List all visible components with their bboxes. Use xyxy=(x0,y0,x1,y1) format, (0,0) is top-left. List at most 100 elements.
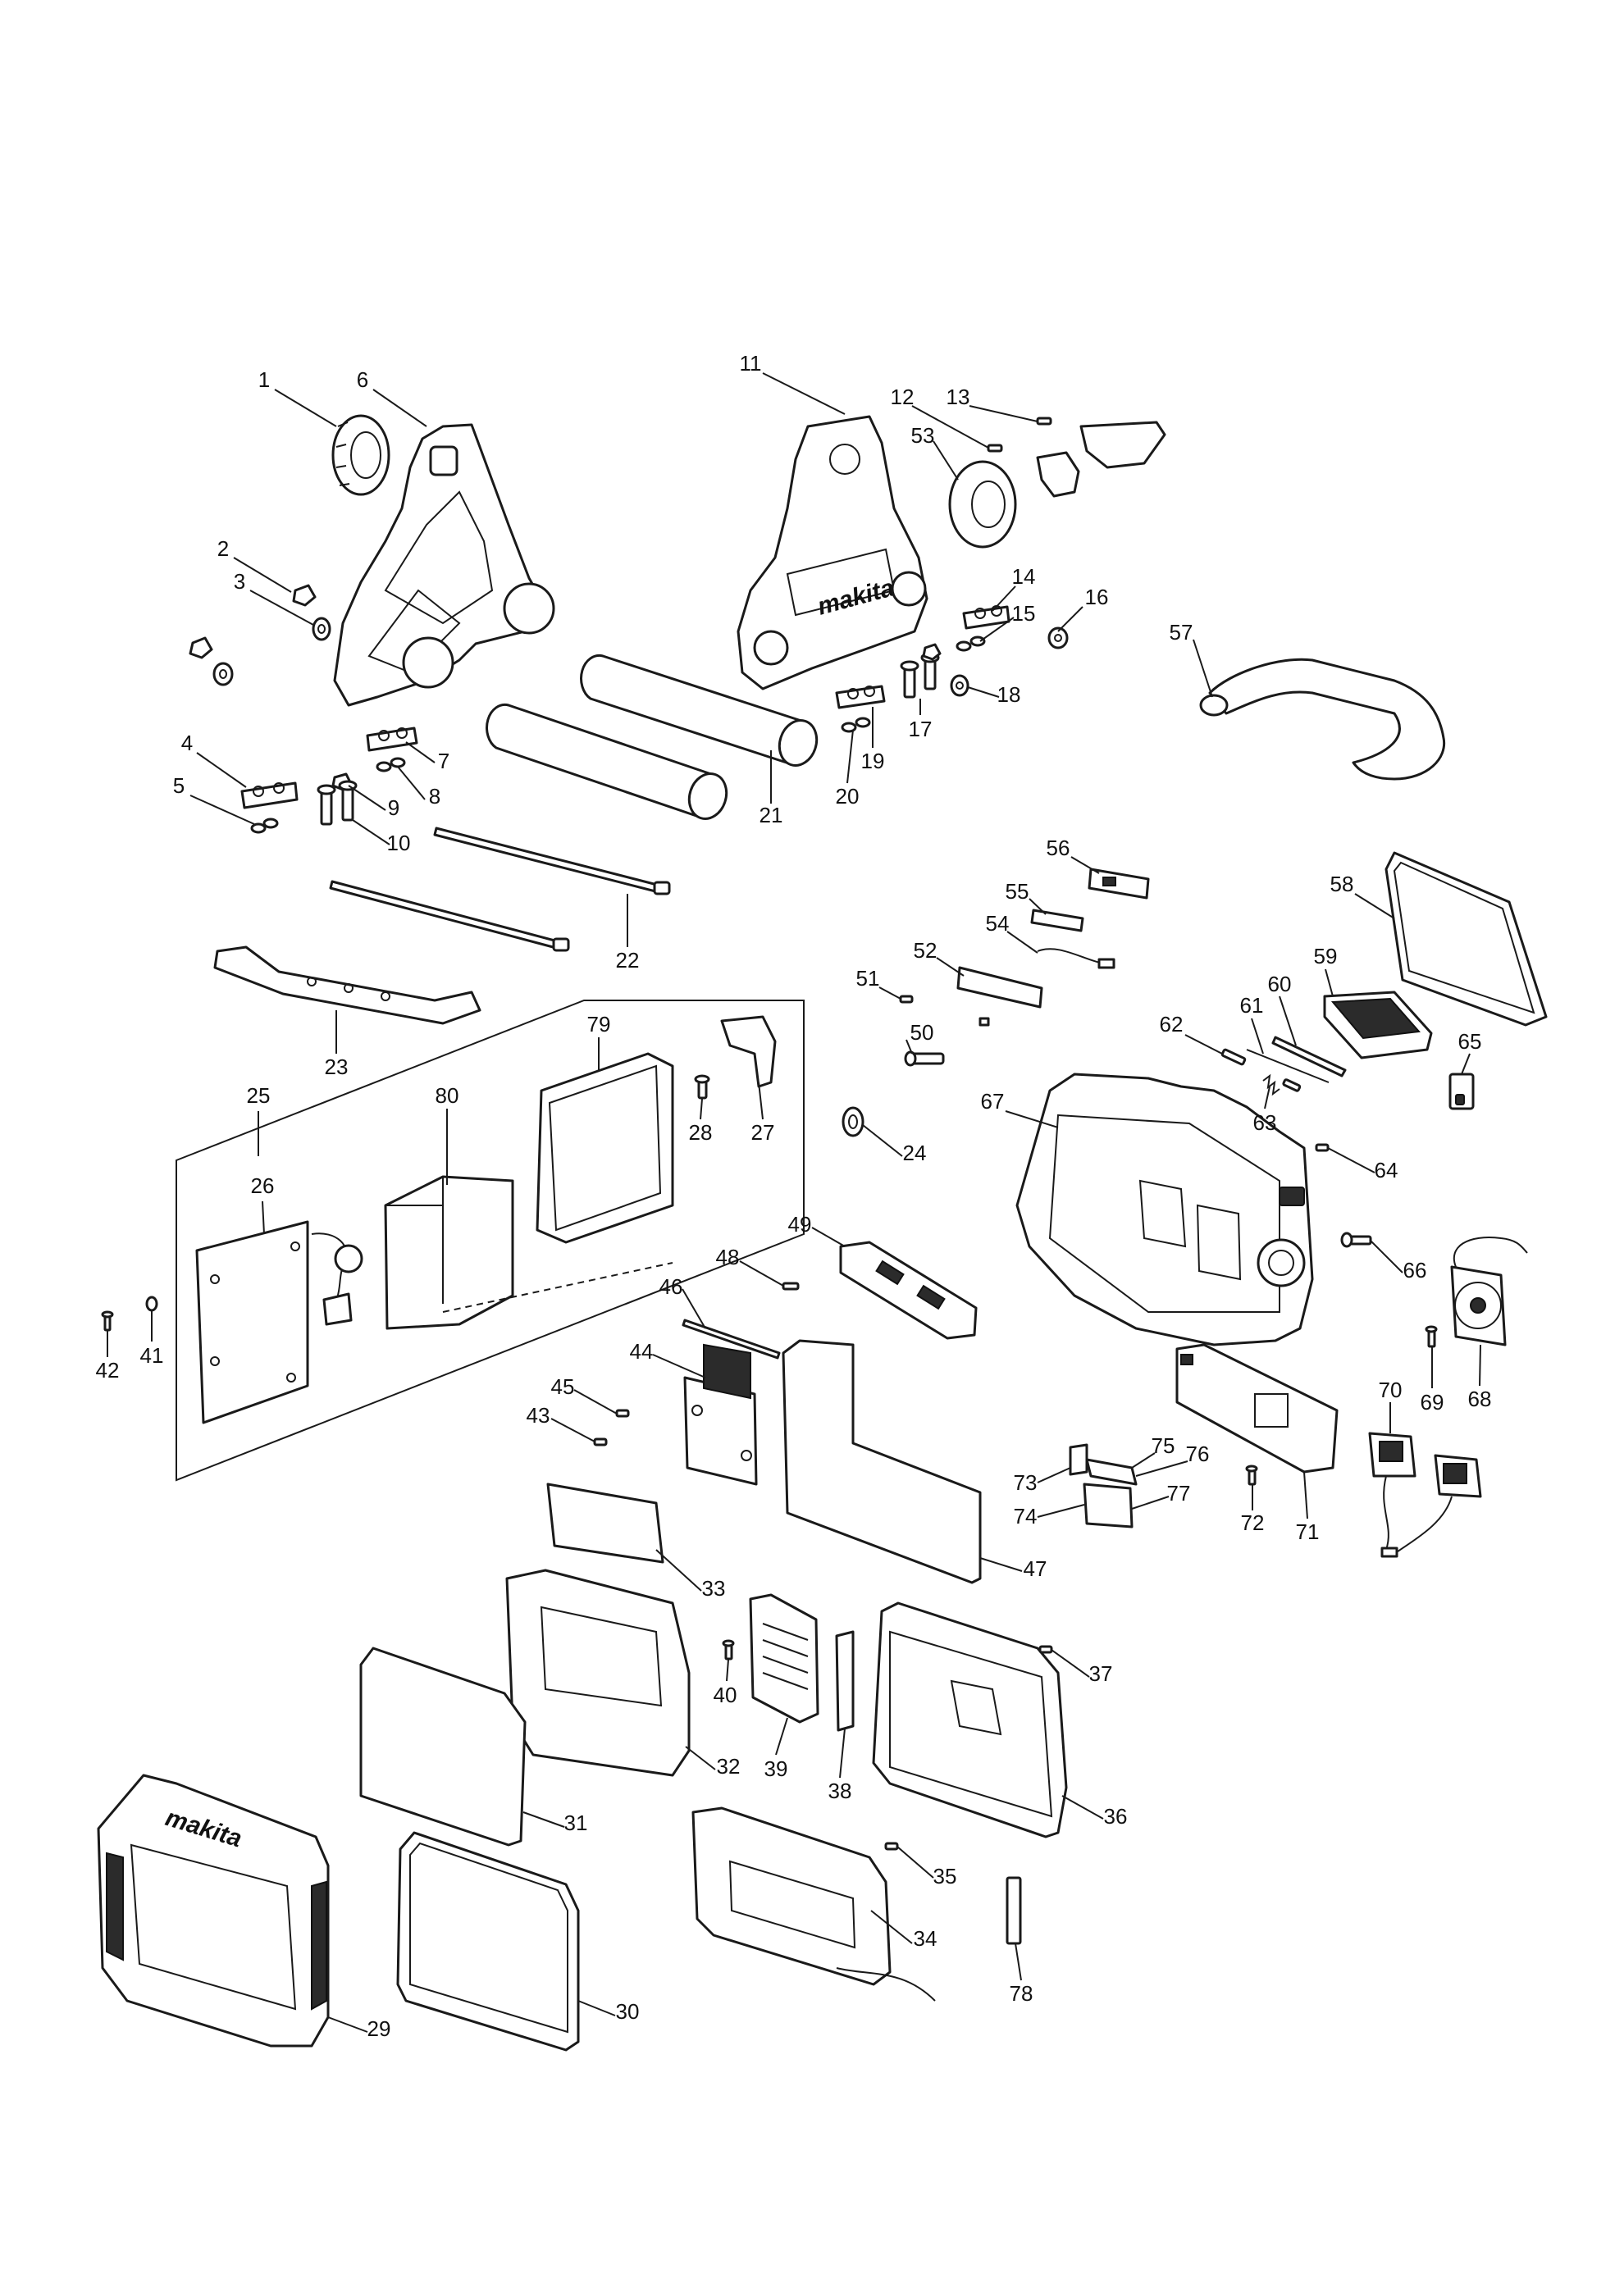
leader-line xyxy=(1015,1943,1022,1981)
leader-line xyxy=(405,741,436,763)
callout-6: 6 xyxy=(357,367,368,392)
part-65-clip xyxy=(1448,1073,1475,1110)
part-13-caps xyxy=(1036,421,1166,498)
callout-33: 33 xyxy=(702,1576,726,1601)
callout-76: 76 xyxy=(1186,1442,1210,1466)
part-66-screw xyxy=(1340,1232,1372,1248)
callout-4: 4 xyxy=(181,731,193,755)
leader-line xyxy=(967,686,1000,698)
leader-line xyxy=(700,1098,703,1120)
leader-line xyxy=(811,1227,846,1247)
callout-23: 23 xyxy=(325,1055,349,1079)
part-6-left-housing xyxy=(333,423,555,707)
leader-line xyxy=(979,617,1015,642)
part-57-handle xyxy=(1199,658,1446,781)
callout-11: 11 xyxy=(740,351,762,376)
part-4-bracket xyxy=(240,781,299,809)
part-19-bracket xyxy=(835,685,886,709)
callout-7: 7 xyxy=(438,749,449,773)
callout-43: 43 xyxy=(527,1403,550,1428)
part-42-screw xyxy=(101,1310,114,1332)
leader-line xyxy=(870,1910,913,1944)
part-78-strip xyxy=(1006,1876,1022,1945)
loose-washer xyxy=(212,662,234,686)
part-34-speaker-panel xyxy=(691,1806,936,2002)
callout-58: 58 xyxy=(1330,872,1354,896)
leader-line xyxy=(762,372,846,415)
part-12-screw xyxy=(987,444,1003,453)
part-30-glass xyxy=(396,1831,580,2052)
callout-47: 47 xyxy=(1024,1556,1047,1581)
callout-42: 42 xyxy=(96,1358,120,1383)
part-39-grille xyxy=(749,1593,819,1724)
leader-line xyxy=(992,585,1016,612)
leader-lines xyxy=(107,372,1481,2033)
leader-line xyxy=(979,1557,1023,1572)
leader-line xyxy=(522,1811,565,1828)
callout-52: 52 xyxy=(914,938,937,963)
part-11-right-housing: makita xyxy=(737,415,928,690)
callout-5: 5 xyxy=(173,773,185,798)
callout-45: 45 xyxy=(551,1374,575,1399)
part-43-screw xyxy=(593,1437,608,1446)
part-32-frame xyxy=(505,1569,691,1777)
part-15-screws xyxy=(956,636,986,652)
leader-line xyxy=(1354,893,1395,919)
part-26-pcb xyxy=(195,1220,363,1424)
callout-22: 22 xyxy=(616,948,640,973)
leader-line xyxy=(550,1418,595,1442)
leader-line xyxy=(1037,1504,1085,1518)
callout-20: 20 xyxy=(836,784,860,809)
callout-21: 21 xyxy=(760,803,783,827)
leader-line xyxy=(327,2016,368,2033)
callout-9: 9 xyxy=(388,795,399,820)
part-44-board xyxy=(683,1343,758,1486)
part-29-front-bezel: makita xyxy=(97,1774,330,2048)
callout-8: 8 xyxy=(429,784,440,809)
callout-61: 61 xyxy=(1240,993,1264,1018)
callout-70: 70 xyxy=(1379,1378,1403,1402)
part-41-washer xyxy=(145,1296,158,1312)
part-16-washer xyxy=(1047,626,1069,649)
leader-line xyxy=(1051,1649,1090,1678)
part-55-board xyxy=(1030,909,1084,932)
assembly-dashed-line xyxy=(442,1262,673,1313)
callout-78: 78 xyxy=(1010,1981,1033,2006)
leader-line xyxy=(1057,606,1083,632)
part-79-cover xyxy=(536,1052,674,1244)
leader-line xyxy=(1131,1496,1170,1510)
callout-48: 48 xyxy=(716,1245,740,1269)
callout-62: 62 xyxy=(1160,1012,1184,1036)
leader-line xyxy=(726,1659,729,1682)
part-13-screw xyxy=(1036,417,1052,426)
part-31-glass xyxy=(359,1647,527,1847)
callout-24: 24 xyxy=(903,1141,927,1165)
part-17-bolts xyxy=(900,643,942,699)
leader-line xyxy=(274,389,337,427)
loose-nut xyxy=(189,636,213,659)
part-50-bolt xyxy=(904,1050,945,1067)
part-3-washer xyxy=(312,617,331,641)
callout-37: 37 xyxy=(1089,1661,1113,1686)
callout-30: 30 xyxy=(616,1999,640,2024)
leader-line xyxy=(372,389,427,427)
part-18-washer xyxy=(950,674,969,697)
part-36-back-panel xyxy=(872,1601,1068,1838)
leader-line xyxy=(1006,931,1038,954)
part-70-switches xyxy=(1368,1432,1482,1558)
leader-line xyxy=(1461,1053,1471,1075)
part-24-grommet xyxy=(842,1106,864,1137)
callout-72: 72 xyxy=(1241,1510,1265,1535)
callout-36: 36 xyxy=(1104,1804,1128,1829)
leader-line xyxy=(878,986,901,1000)
part-69-screw xyxy=(1425,1325,1438,1348)
leader-line xyxy=(1303,1471,1308,1519)
part-54-cable xyxy=(1037,948,1115,969)
leader-line xyxy=(249,590,314,626)
callout-12: 12 xyxy=(891,385,915,409)
part-67-main-housing xyxy=(1015,1073,1314,1346)
part-63-spring xyxy=(1262,1073,1280,1096)
part-52-bracket xyxy=(956,966,1043,1027)
leader-line xyxy=(577,2000,616,2016)
